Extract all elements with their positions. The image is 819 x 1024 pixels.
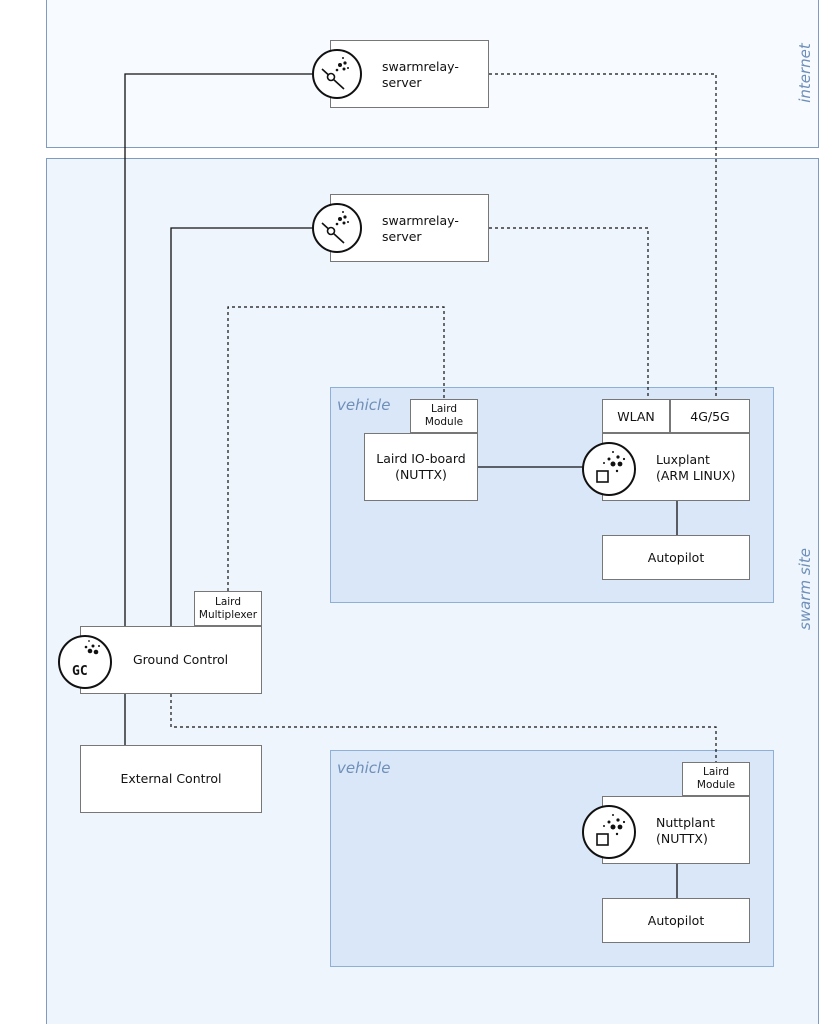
gc-monogram: GC xyxy=(72,664,88,679)
relay-server-internet-label: swarmrelay-server xyxy=(382,59,459,90)
vehicle-1-label: vehicle xyxy=(337,396,391,414)
autopilot-2: Autopilot xyxy=(602,898,750,943)
cellular-tag: 4G/5G xyxy=(670,399,750,433)
autopilot-1: Autopilot xyxy=(602,535,750,580)
relay-server-local-label: swarmrelay-server xyxy=(382,213,459,244)
ground-control-label: Ground Control xyxy=(133,652,229,667)
nuttplant-label: Nuttplant(NUTTX) xyxy=(656,815,715,846)
relay-icon xyxy=(312,49,362,99)
plant-icon xyxy=(582,442,636,496)
ground-control-icon: GC xyxy=(58,635,112,689)
plant-icon xyxy=(582,805,636,859)
vehicle-2-label: vehicle xyxy=(337,759,391,777)
laird-io-board: Laird IO-board(NUTTX) xyxy=(364,433,478,501)
luxplant-label: Luxplant(ARM LINUX) xyxy=(656,452,736,483)
relay-icon xyxy=(312,203,362,253)
external-control: External Control xyxy=(80,745,262,813)
wlan-tag: WLAN xyxy=(602,399,670,433)
